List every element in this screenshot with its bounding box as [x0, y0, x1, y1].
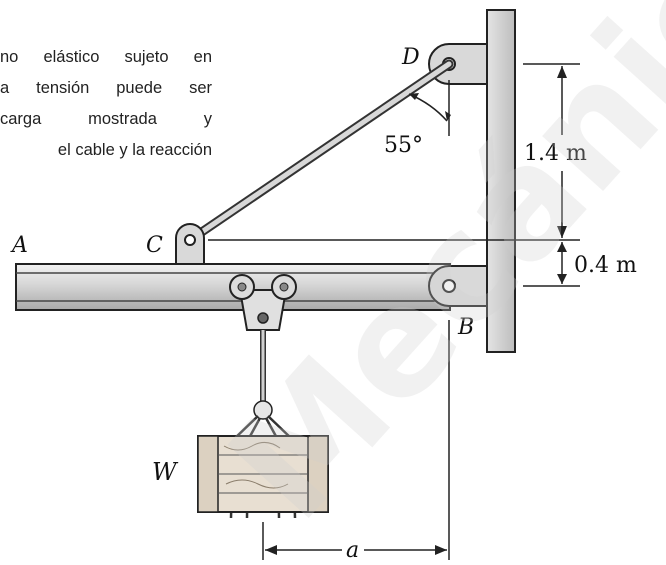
- problem-line-4: el cable y la reacción: [57, 141, 212, 159]
- label-w: W: [152, 458, 179, 486]
- bracket-b: [428, 265, 488, 307]
- dim-arrow-1-4-down: [557, 226, 567, 238]
- bracket-d: [428, 43, 488, 85]
- label-a-dimension: a: [346, 538, 359, 563]
- label-b: B: [457, 315, 474, 340]
- label-dim-1-4: 1.4 m: [524, 141, 587, 166]
- problem-statement: no elástico sujeto en a tensión puede se…: [0, 42, 212, 166]
- label-a-point: A: [10, 233, 28, 258]
- dim-arrow-1-4-up: [557, 66, 567, 78]
- angle-arrow-right: [445, 111, 451, 121]
- dim-arrow-0-4-down: [557, 274, 567, 284]
- label-c: C: [146, 233, 163, 258]
- problem-line-3: carga mostrada y: [0, 110, 212, 128]
- problem-line-2: a tensión puede ser: [0, 79, 212, 97]
- problem-line-1: no elástico sujeto en: [0, 48, 212, 66]
- crate-w: [197, 435, 329, 513]
- trolley-body: [238, 289, 288, 331]
- cable-cd-core: [187, 61, 452, 243]
- dim-a-arrow-left: [265, 545, 277, 555]
- label-angle: 55°: [384, 133, 423, 158]
- dim-label-bg-1-4: [520, 135, 604, 171]
- trolley-wheel-left-hub: [237, 282, 247, 292]
- wall: [486, 9, 516, 353]
- trolley-wheel-right-hub: [279, 282, 289, 292]
- pin-c: [184, 234, 196, 246]
- label-d: D: [401, 45, 420, 70]
- cable-knot: [253, 400, 273, 420]
- dim-a-label-bg: [342, 536, 364, 562]
- dim-arrow-0-4-up: [557, 242, 567, 252]
- trolley-pin: [257, 312, 269, 324]
- angle-arrow-left: [409, 93, 419, 100]
- label-dim-0-4: 0.4 m: [574, 253, 637, 278]
- dim-a-arrow-right: [435, 545, 447, 555]
- pin-b: [442, 279, 456, 293]
- trolley: [229, 274, 297, 331]
